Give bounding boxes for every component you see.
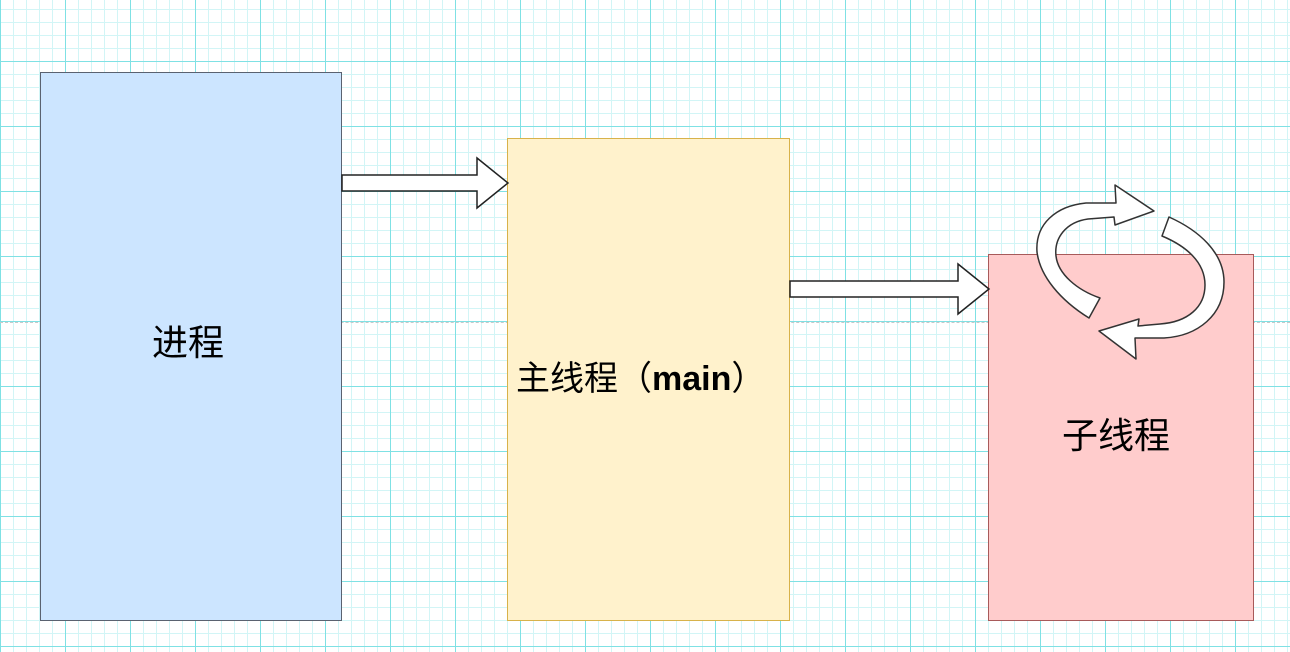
arrow-process-to-main[interactable] <box>341 156 510 210</box>
main-thread-label: 主线程（main） <box>516 362 765 396</box>
process-box[interactable] <box>40 72 342 621</box>
main-thread-label-latin: main <box>652 360 732 398</box>
main-thread-box[interactable] <box>507 138 790 621</box>
main-thread-label-end: ） <box>731 359 766 399</box>
arrow-main-to-child[interactable] <box>789 262 991 316</box>
child-thread-label: 子线程 <box>1062 416 1171 457</box>
main-thread-label-cn: 主线程（ <box>516 359 652 399</box>
process-label: 进程 <box>152 323 225 364</box>
